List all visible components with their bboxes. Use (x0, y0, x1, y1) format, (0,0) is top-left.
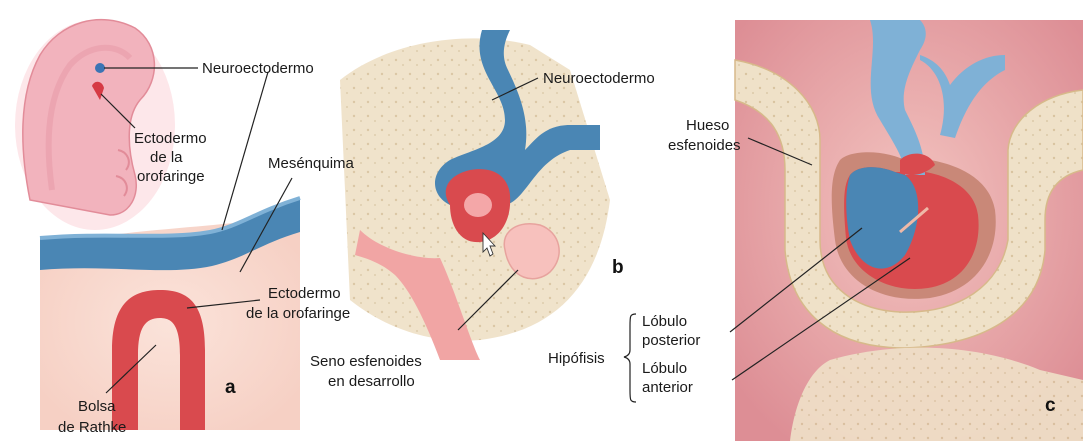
label-lobulo-posterior-line2: posterior (642, 332, 700, 349)
label-ectodermo-orofaringe-line1: Ectodermo (268, 285, 341, 302)
label-hueso-line2: esfenoides (668, 137, 741, 154)
panel-letter-c: c (1045, 395, 1056, 416)
label-neuroectodermo-a: Neuroectodermo (202, 60, 314, 77)
label-lobulo-anterior-line2: anterior (642, 379, 693, 396)
label-ectodermo-a-line1: Ectodermo (134, 130, 207, 147)
panel-letter-b: b (612, 257, 624, 278)
panel-c-illustration (735, 20, 1083, 441)
label-ectodermo-a-line2: de la (150, 149, 183, 166)
label-bolsa-line1: Bolsa (78, 398, 116, 415)
label-neuroectodermo-b: Neuroectodermo (543, 70, 655, 87)
label-bolsa-line2: de Rathke (58, 419, 126, 436)
label-mesenquima: Mesénquima (268, 155, 355, 172)
label-lobulo-posterior-line1: Lóbulo (642, 313, 687, 330)
embryo-illustration (15, 20, 175, 230)
label-lobulo-anterior-line1: Lóbulo (642, 360, 687, 377)
label-hueso-line1: Hueso (686, 117, 729, 134)
label-ectodermo-orofaringe-line2: de la orofaringe (246, 305, 350, 322)
label-seno-line1: Seno esfenoides (310, 353, 422, 370)
label-seno-line2: en desarrollo (328, 373, 415, 390)
label-hipofisis: Hipófisis (548, 350, 605, 367)
label-ectodermo-a-line3: orofaringe (137, 168, 205, 185)
panel-letter-a: a (225, 377, 236, 398)
